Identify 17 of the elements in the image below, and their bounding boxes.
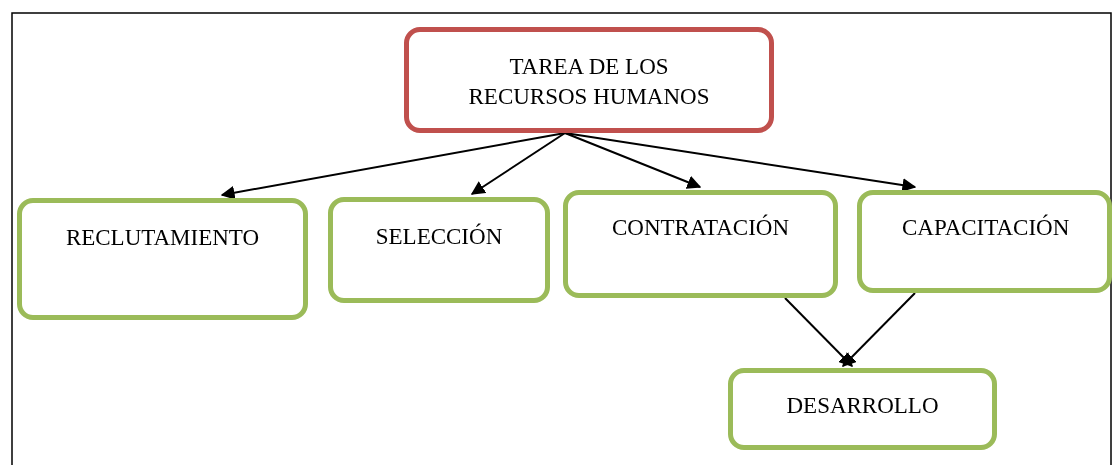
task-box bbox=[17, 198, 308, 320]
box-label: CAPACITACIÓN bbox=[901, 213, 1071, 242]
main-task-box bbox=[404, 27, 774, 133]
box-label: DESARROLLO bbox=[785, 392, 940, 420]
task-box bbox=[728, 368, 997, 450]
box-label: SELECCIÓN bbox=[374, 222, 504, 251]
box-label: RECLUTAMIENTO bbox=[64, 224, 261, 252]
task-box bbox=[857, 190, 1112, 293]
task-box bbox=[563, 190, 838, 298]
task-box bbox=[328, 197, 550, 303]
box-label: CONTRATACIÓN bbox=[610, 213, 791, 242]
box-label: TAREA DE LOS RECURSOS HUMANOS bbox=[467, 53, 711, 111]
arrow bbox=[564, 132, 917, 192]
arrow bbox=[564, 132, 702, 189]
arrow bbox=[842, 292, 916, 367]
arrow bbox=[784, 297, 853, 367]
arrow bbox=[470, 132, 566, 195]
